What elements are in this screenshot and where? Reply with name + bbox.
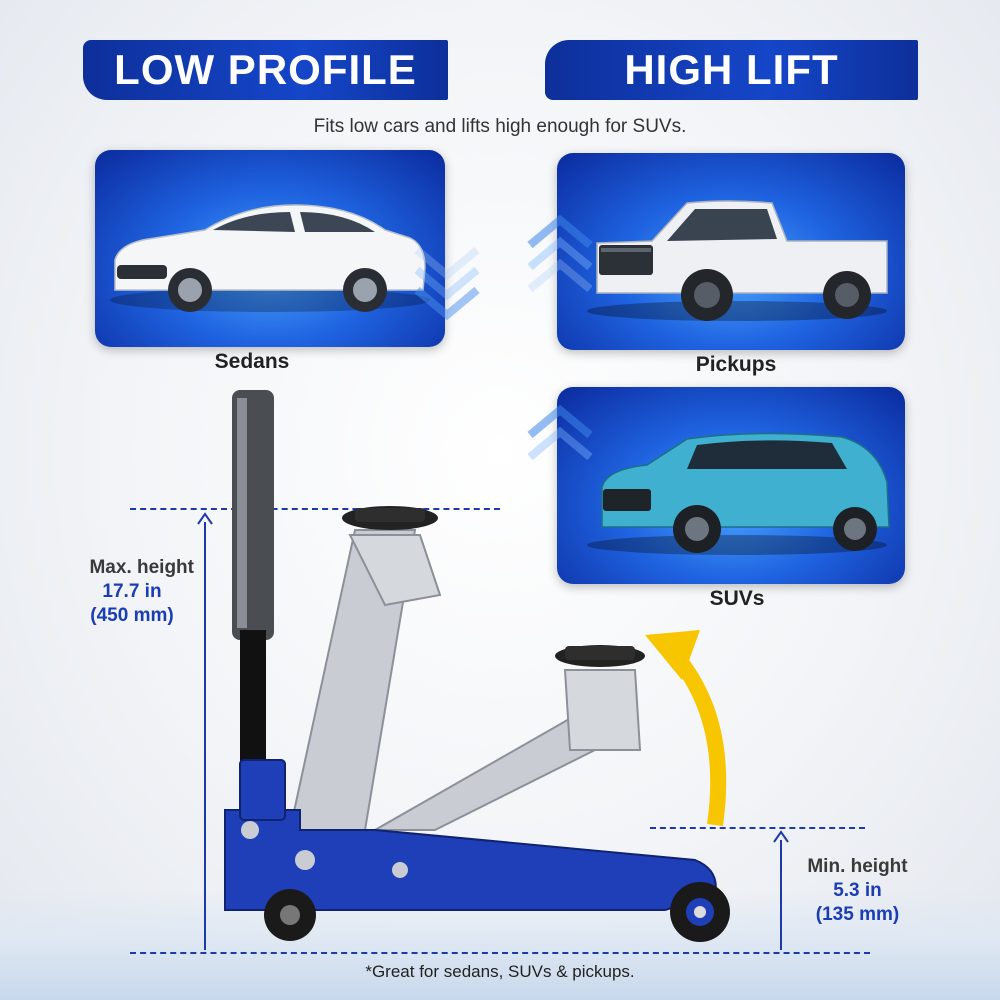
sedans-label: Sedans <box>214 350 290 373</box>
pickups-label: Pickups <box>695 353 777 376</box>
lift-arrow-icon <box>645 630 727 827</box>
min-height-readout: Min. height 5.3 in (135 mm) <box>790 855 925 927</box>
chevron-up-icon <box>414 246 480 320</box>
chevron-up-icon-3 <box>527 404 593 461</box>
min-height-line <box>650 827 865 829</box>
floor-line <box>130 952 870 954</box>
high-lift-banner: HIGH LIFT <box>545 40 918 100</box>
min-height-imperial: 5.3 in <box>833 880 882 901</box>
subtitle: Fits low cars and lifts high enough for … <box>313 116 687 137</box>
max-height-line <box>130 508 500 510</box>
pickup-card <box>557 153 905 350</box>
suvs-label: SUVs <box>709 587 765 610</box>
min-height-label: Min. height <box>807 856 908 877</box>
min-height-metric: (135 mm) <box>815 904 900 925</box>
chevron-up-icon-2 <box>527 214 593 293</box>
suv-card <box>557 387 905 584</box>
pickup-truck-image <box>587 200 888 321</box>
floor-jack-image <box>224 390 730 942</box>
suv-image <box>587 432 890 555</box>
max-height-metric: (450 mm) <box>90 605 174 626</box>
max-height-readout: Max. height 17.7 in (450 mm) <box>40 556 194 628</box>
max-height-arrow <box>197 512 213 950</box>
max-height-label: Max. height <box>89 557 194 578</box>
sedan-image <box>110 204 430 312</box>
sedan-card <box>95 150 445 347</box>
min-height-arrow <box>773 830 789 950</box>
max-height-imperial: 17.7 in <box>102 581 162 602</box>
footnote: *Great for sedans, SUVs & pickups. <box>365 962 635 981</box>
low-profile-banner: LOW PROFILE <box>83 40 448 100</box>
